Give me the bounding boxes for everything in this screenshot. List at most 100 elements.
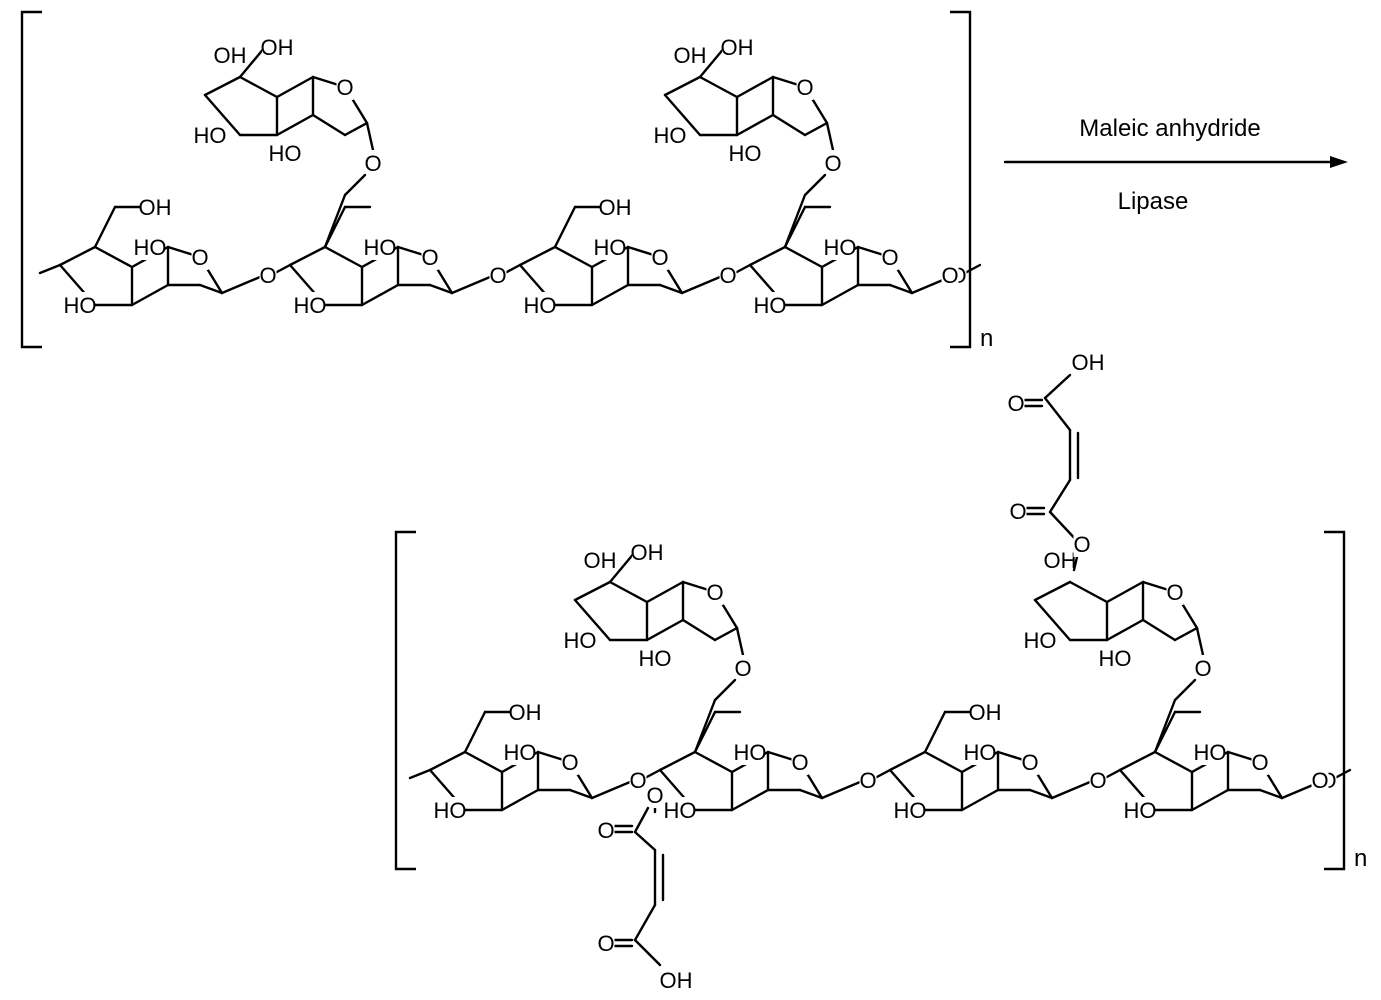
ring-bond [130, 283, 170, 307]
side-ring-bond [1033, 580, 1072, 602]
atom-label-background [1089, 767, 1107, 793]
atom-label-background [1025, 627, 1055, 653]
atom-label-background [719, 262, 737, 288]
ring-bond [1258, 788, 1284, 800]
ring-oxygen-label: O [421, 245, 438, 270]
ring-bond [730, 788, 770, 812]
glycosidic-bond [1050, 780, 1092, 800]
atom-label-background [525, 292, 555, 318]
product-right-bracket [1324, 530, 1346, 871]
glycosidic-bond [365, 121, 375, 152]
reactant-right-bracket [950, 10, 972, 349]
ring-bond [820, 283, 860, 307]
ring-bond [428, 283, 454, 295]
side-ring-bond [573, 580, 612, 602]
atom-label-background [259, 262, 277, 288]
atom-label-background [1195, 739, 1225, 765]
atom-label-background [796, 74, 814, 100]
atom-label-background [825, 234, 855, 260]
hydroxyl-label: HO [1194, 740, 1227, 765]
atom-label-background [941, 262, 959, 288]
ring-bond [888, 283, 914, 295]
side-ring-bond [1141, 618, 1177, 642]
product-left-bracket [394, 530, 416, 871]
ring-bond [923, 750, 964, 774]
glycosidic-bond [680, 275, 722, 295]
hydroxyl-label: OH [1044, 548, 1077, 573]
glycosidic-bond [1333, 768, 1352, 780]
ring-bond [658, 750, 697, 772]
chain-end-bond [38, 263, 62, 275]
carbonyl-oxygen-label: O [1009, 499, 1026, 524]
atom-label-background [600, 194, 630, 220]
ring-bond [783, 245, 824, 269]
side-ring-bond [343, 121, 369, 137]
glycosidic-oxygen-label: O [489, 263, 506, 288]
glycosidic-bond [735, 626, 745, 657]
glycosidic-bond [873, 768, 892, 780]
ring-bond [1190, 788, 1230, 812]
ring-bond [553, 205, 577, 249]
side-ring-bond [663, 93, 702, 137]
atom-label-background [1021, 749, 1039, 775]
product-maleylated-galactomannan: HOHOOOOHHOHOOOHOHOOOOHHOHOOOHOHOOHOOOHHO… [408, 349, 1352, 993]
hydroxyl-label: OH [674, 43, 707, 68]
atom-label-background [270, 140, 300, 166]
side-ring-bond [681, 618, 717, 642]
side-ring-bond [1033, 598, 1072, 642]
glycosidic-bond [1173, 678, 1197, 702]
atom-label-background [1194, 655, 1212, 681]
ring-bond [288, 245, 327, 267]
atom-label-background [565, 627, 595, 653]
side-ring-bond [735, 75, 775, 99]
ring-oxygen-label: O [881, 245, 898, 270]
glycosidic-oxygen-label: O [629, 768, 646, 793]
glycosidic-oxygen-label: O [734, 656, 751, 681]
hydroxyl-label: OH [139, 195, 172, 220]
atom-label-background [651, 244, 669, 270]
glycosidic-bond [450, 275, 492, 295]
ring-bond [590, 283, 630, 307]
reaction-arrow [1003, 156, 1348, 168]
atom-label-background [1100, 645, 1130, 671]
ring-bond [1118, 750, 1157, 772]
atom-label-background [597, 817, 615, 843]
ring-bond [518, 245, 557, 267]
atom-label-background [65, 292, 95, 318]
carbonyl-oxygen-label: O [1007, 391, 1024, 416]
ring-oxygen-label: O [191, 245, 208, 270]
atom-label-background [336, 74, 354, 100]
atom-label-background [365, 234, 395, 260]
glycosidic-bond [1195, 626, 1205, 657]
side-ring-bond [238, 75, 279, 99]
atom-label-background [665, 797, 695, 823]
hydroxyl-label: OH [599, 195, 632, 220]
side-ring-bond [203, 93, 242, 137]
hydroxyl-label: OH [509, 700, 542, 725]
ring-oxygen-label: O [706, 580, 723, 605]
atom-label-background [824, 150, 842, 176]
atom-label-background [1166, 579, 1184, 605]
atom-label-background [675, 42, 705, 68]
atom-label-background [191, 244, 209, 270]
product-repeat-n: n [1354, 845, 1367, 872]
atom-label-background [510, 699, 540, 725]
side-ring-bond [771, 113, 807, 137]
ring-oxygen-label: O [336, 75, 353, 100]
atom-label-background [640, 645, 670, 671]
hydroxyl-label: HO [729, 141, 762, 166]
glycosidic-bond [323, 193, 347, 249]
maleate-bond [1048, 478, 1072, 514]
atom-label-background [595, 234, 625, 260]
atom-label-background [632, 539, 662, 565]
atom-label-background [421, 244, 439, 270]
side-ring-bond [698, 75, 739, 99]
atom-label-background [1125, 797, 1155, 823]
hydroxyl-label: HO [504, 740, 537, 765]
hydroxyl-label: OH [584, 548, 617, 573]
atom-label-background [295, 292, 325, 318]
atom-label-background [859, 767, 877, 793]
atom-label-background [1007, 390, 1025, 416]
reactant-galactomannan: HOHOOOOHHOHOOOHOHOOOOHHOHOOOHOHOOHOOOHHO… [38, 34, 982, 318]
